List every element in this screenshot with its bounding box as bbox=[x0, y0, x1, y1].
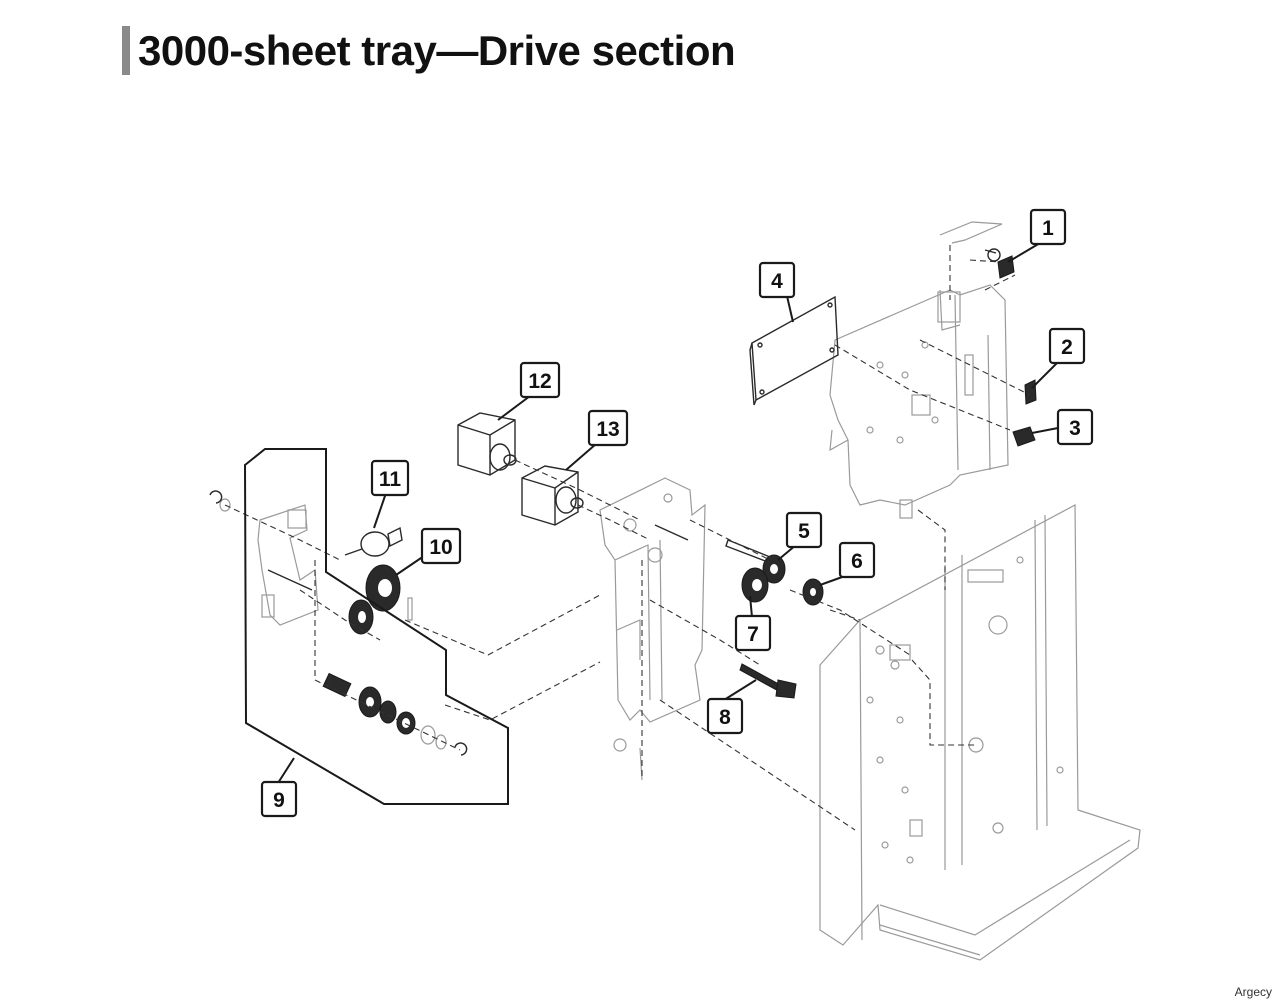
sensor-1 bbox=[984, 248, 1015, 279]
callout-9-label: 9 bbox=[273, 789, 285, 812]
mount-plate-9 bbox=[257, 504, 319, 626]
sensor-3 bbox=[1012, 426, 1036, 447]
gear-6 bbox=[802, 578, 824, 606]
callout-1: 1 bbox=[1029, 208, 1067, 246]
shaft-8 bbox=[739, 663, 797, 699]
shaft-upper bbox=[654, 524, 771, 563]
callout-3-label: 3 bbox=[1069, 417, 1081, 440]
callout-5: 5 bbox=[785, 511, 823, 549]
callout-5-label: 5 bbox=[798, 520, 810, 543]
callout-12: 12 bbox=[519, 361, 561, 399]
drive-motor-12 bbox=[457, 412, 517, 476]
leader-lines bbox=[277, 242, 1059, 784]
title-accent-bar bbox=[122, 26, 130, 75]
callout-3: 3 bbox=[1056, 408, 1094, 446]
callout-1-label: 1 bbox=[1042, 217, 1054, 240]
center-drive-bracket bbox=[599, 477, 706, 781]
callout-4-label: 4 bbox=[771, 270, 783, 293]
sensor-2 bbox=[1024, 379, 1037, 405]
callout-12-label: 12 bbox=[528, 370, 551, 393]
assembly-guide-lines bbox=[224, 245, 1031, 831]
callout-13-label: 13 bbox=[596, 418, 619, 441]
callout-7-label: 7 bbox=[747, 623, 759, 646]
callout-11: 11 bbox=[370, 459, 410, 497]
page-title: 3000-sheet tray—Drive section bbox=[138, 27, 736, 74]
watermark-text: Argecy bbox=[1234, 985, 1272, 999]
callout-8-label: 8 bbox=[719, 706, 731, 729]
callout-10: 10 bbox=[420, 527, 462, 565]
callout-4: 4 bbox=[758, 261, 796, 299]
group-9-small-parts bbox=[209, 490, 468, 756]
callout-6-label: 6 bbox=[851, 550, 863, 573]
gear-7 bbox=[741, 567, 769, 603]
callout-2: 2 bbox=[1048, 327, 1086, 365]
callout-2-label: 2 bbox=[1061, 336, 1073, 359]
callout-11-label: 11 bbox=[379, 468, 402, 491]
callout-9: 9 bbox=[260, 780, 298, 818]
callout-8: 8 bbox=[706, 697, 744, 735]
callout-6: 6 bbox=[838, 541, 876, 579]
tray-side-frame bbox=[819, 504, 1141, 961]
solenoid-11 bbox=[344, 526, 403, 557]
callout-13: 13 bbox=[587, 409, 629, 447]
callout-7: 7 bbox=[734, 614, 772, 652]
circuit-board-4 bbox=[749, 295, 839, 406]
drive-motor-13 bbox=[521, 465, 584, 526]
upper-bracket-plate bbox=[829, 221, 1009, 519]
clutch-10 bbox=[348, 564, 401, 635]
callout-10-label: 10 bbox=[429, 536, 452, 559]
group-9-outline bbox=[243, 448, 509, 805]
